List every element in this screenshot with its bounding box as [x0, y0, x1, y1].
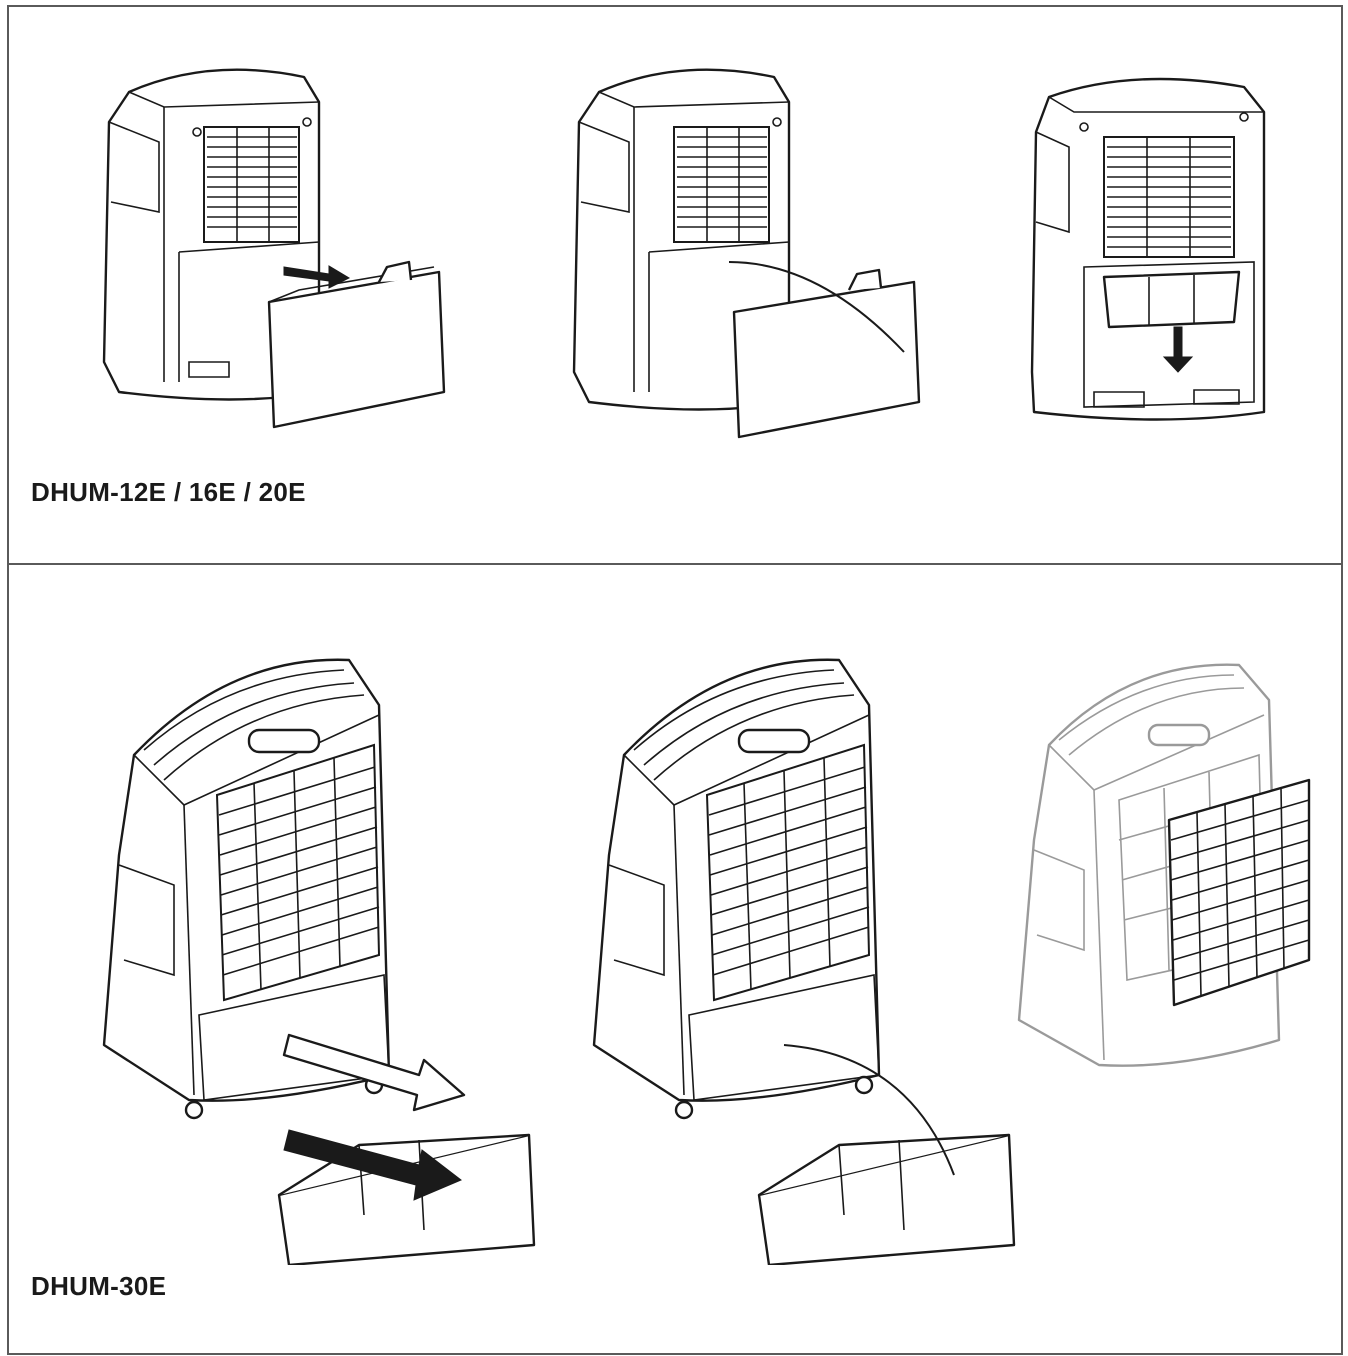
drain-hose-icon [728, 261, 905, 353]
arrow-right-icon [282, 1033, 466, 1201]
panel-small-models: DHUM-12E / 16E / 20E [7, 5, 1343, 565]
water-tank-icon[interactable] [267, 260, 446, 429]
figure-drain-hose-large [592, 658, 1016, 1265]
drain-hose-icon [783, 1044, 955, 1176]
figure-remove-tank-large [102, 658, 536, 1265]
water-tank-icon[interactable] [732, 268, 921, 439]
dehumidifier-unit [1030, 77, 1266, 421]
air-grille [215, 743, 381, 1002]
figure-remove-filter [1030, 77, 1266, 421]
air-grille [1103, 136, 1235, 258]
top-vent [143, 669, 365, 781]
dehumidifier-unit [592, 658, 881, 1120]
air-filter-icon[interactable] [1167, 778, 1311, 1007]
dehumidifier-unit [102, 658, 391, 1120]
water-tank-icon[interactable] [757, 1133, 1016, 1265]
arrow-right-icon [283, 265, 351, 289]
model-caption: DHUM-30E [31, 1271, 167, 1301]
air-grille [673, 126, 770, 243]
model-caption: DHUM-12E / 16E / 20E [31, 477, 306, 507]
top-vent [633, 669, 855, 781]
arrow-down-icon [1162, 326, 1194, 373]
air-grille [705, 743, 871, 1002]
figure-remove-tank [102, 68, 446, 429]
dehumidifier-unit [102, 68, 321, 401]
air-filter-icon [1102, 270, 1241, 329]
figure-drain-hose [572, 68, 921, 439]
figure-remove-filter-large [1017, 663, 1311, 1067]
panel-large-model: DHUM-30E [7, 563, 1343, 1355]
air-grille [203, 126, 300, 243]
